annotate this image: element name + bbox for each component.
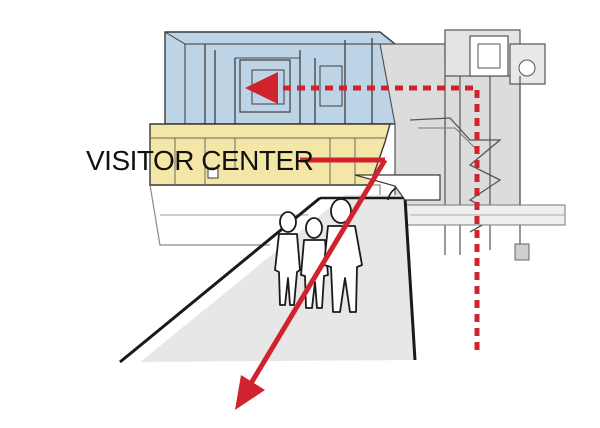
red-solid-path xyxy=(235,157,388,410)
visitor-center-band xyxy=(149,123,391,186)
visitor-center-label: VISITOR CENTER xyxy=(86,145,313,176)
red-dashed-path xyxy=(245,72,480,350)
upper-blue-block xyxy=(164,31,396,125)
arrow-left-icon xyxy=(245,72,278,104)
person-1 xyxy=(274,211,301,306)
arrow-down-left-icon xyxy=(235,375,265,410)
